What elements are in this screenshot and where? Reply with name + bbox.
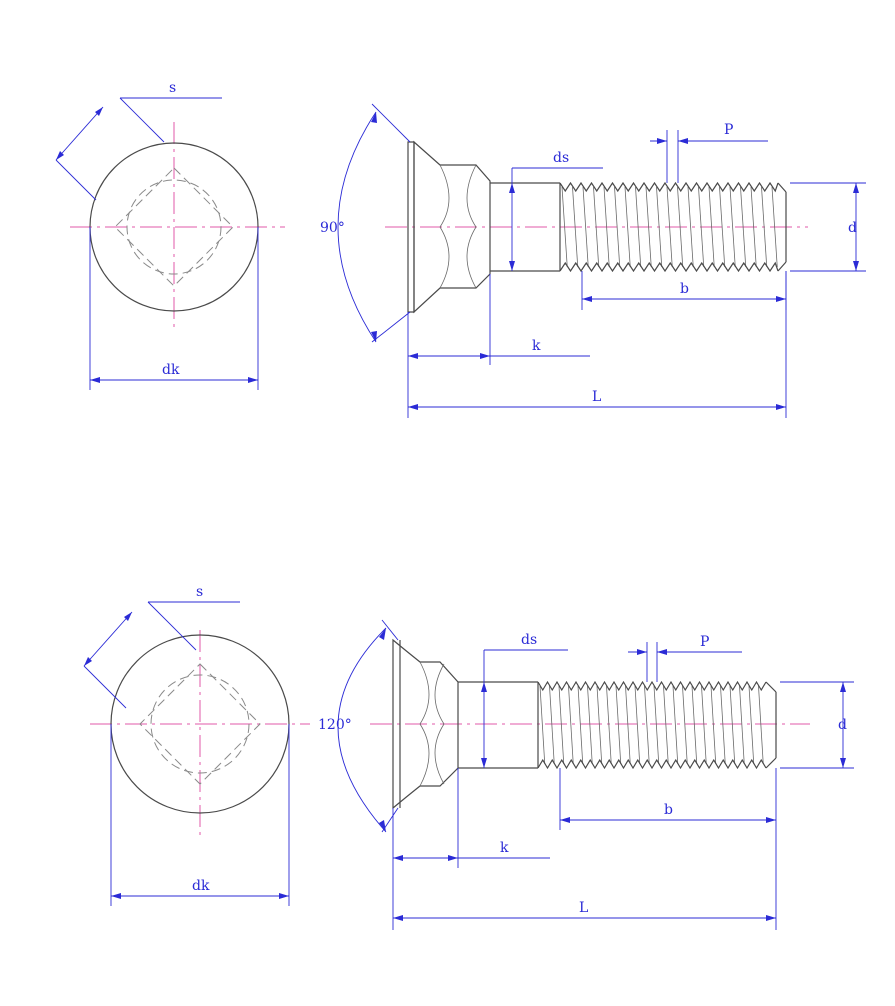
dimension-d: d: [790, 182, 866, 272]
dimension-p: P: [628, 634, 742, 682]
dimension-dk: dk: [110, 724, 290, 906]
thread: [559, 181, 779, 273]
view-set-90: s dk: [55, 80, 866, 418]
head-front-view: [90, 630, 310, 836]
dimension-s: s: [83, 584, 240, 709]
label-d: d: [848, 220, 857, 236]
view-set-120: s dk: [83, 584, 854, 930]
dimension-b: b: [581, 271, 787, 310]
dimension-k: k: [407, 274, 590, 418]
dimension-angle: 120°: [318, 619, 399, 833]
head-front-view: [70, 122, 285, 332]
label-p: P: [724, 122, 733, 138]
square-neck-hidden: [139, 663, 261, 785]
neck-curve-left: [439, 164, 450, 289]
dimension-b: b: [559, 768, 777, 930]
label-b: b: [680, 281, 689, 297]
dimension-dk: dk: [89, 227, 259, 390]
label-k: k: [500, 840, 509, 856]
dimension-k: k: [392, 768, 550, 930]
neck-hidden-circle: [126, 179, 222, 275]
bolt-side-view: [370, 638, 810, 810]
label-k: k: [532, 338, 541, 354]
dimension-ds: ds: [509, 150, 603, 271]
label-b: b: [664, 802, 673, 818]
dimension-l: L: [408, 271, 787, 418]
dimension-angle: 90°: [320, 103, 411, 343]
label-ds: ds: [553, 150, 569, 166]
neck-hidden-circle: [150, 674, 250, 774]
label-d: d: [838, 717, 847, 733]
label-dk: dk: [192, 878, 210, 894]
label-angle: 120°: [318, 717, 352, 733]
label-l: L: [592, 389, 601, 405]
label-l: L: [579, 900, 588, 916]
label-s: s: [196, 584, 203, 600]
neck-curve-right: [466, 164, 477, 289]
bolt-side-view: [385, 140, 808, 314]
label-p: P: [700, 634, 709, 650]
dimension-p: P: [650, 122, 768, 183]
dimension-l: L: [393, 900, 776, 921]
thread: [537, 680, 767, 770]
neck-curve-left: [419, 661, 430, 787]
label-angle: 90°: [320, 220, 345, 236]
label-ds: ds: [521, 632, 537, 648]
dimension-s: s: [55, 80, 222, 201]
neck-curve-right: [434, 663, 445, 785]
dimension-ds: ds: [481, 632, 568, 768]
dimension-d: d: [780, 681, 854, 769]
label-dk: dk: [162, 362, 180, 378]
label-s: s: [169, 80, 176, 96]
